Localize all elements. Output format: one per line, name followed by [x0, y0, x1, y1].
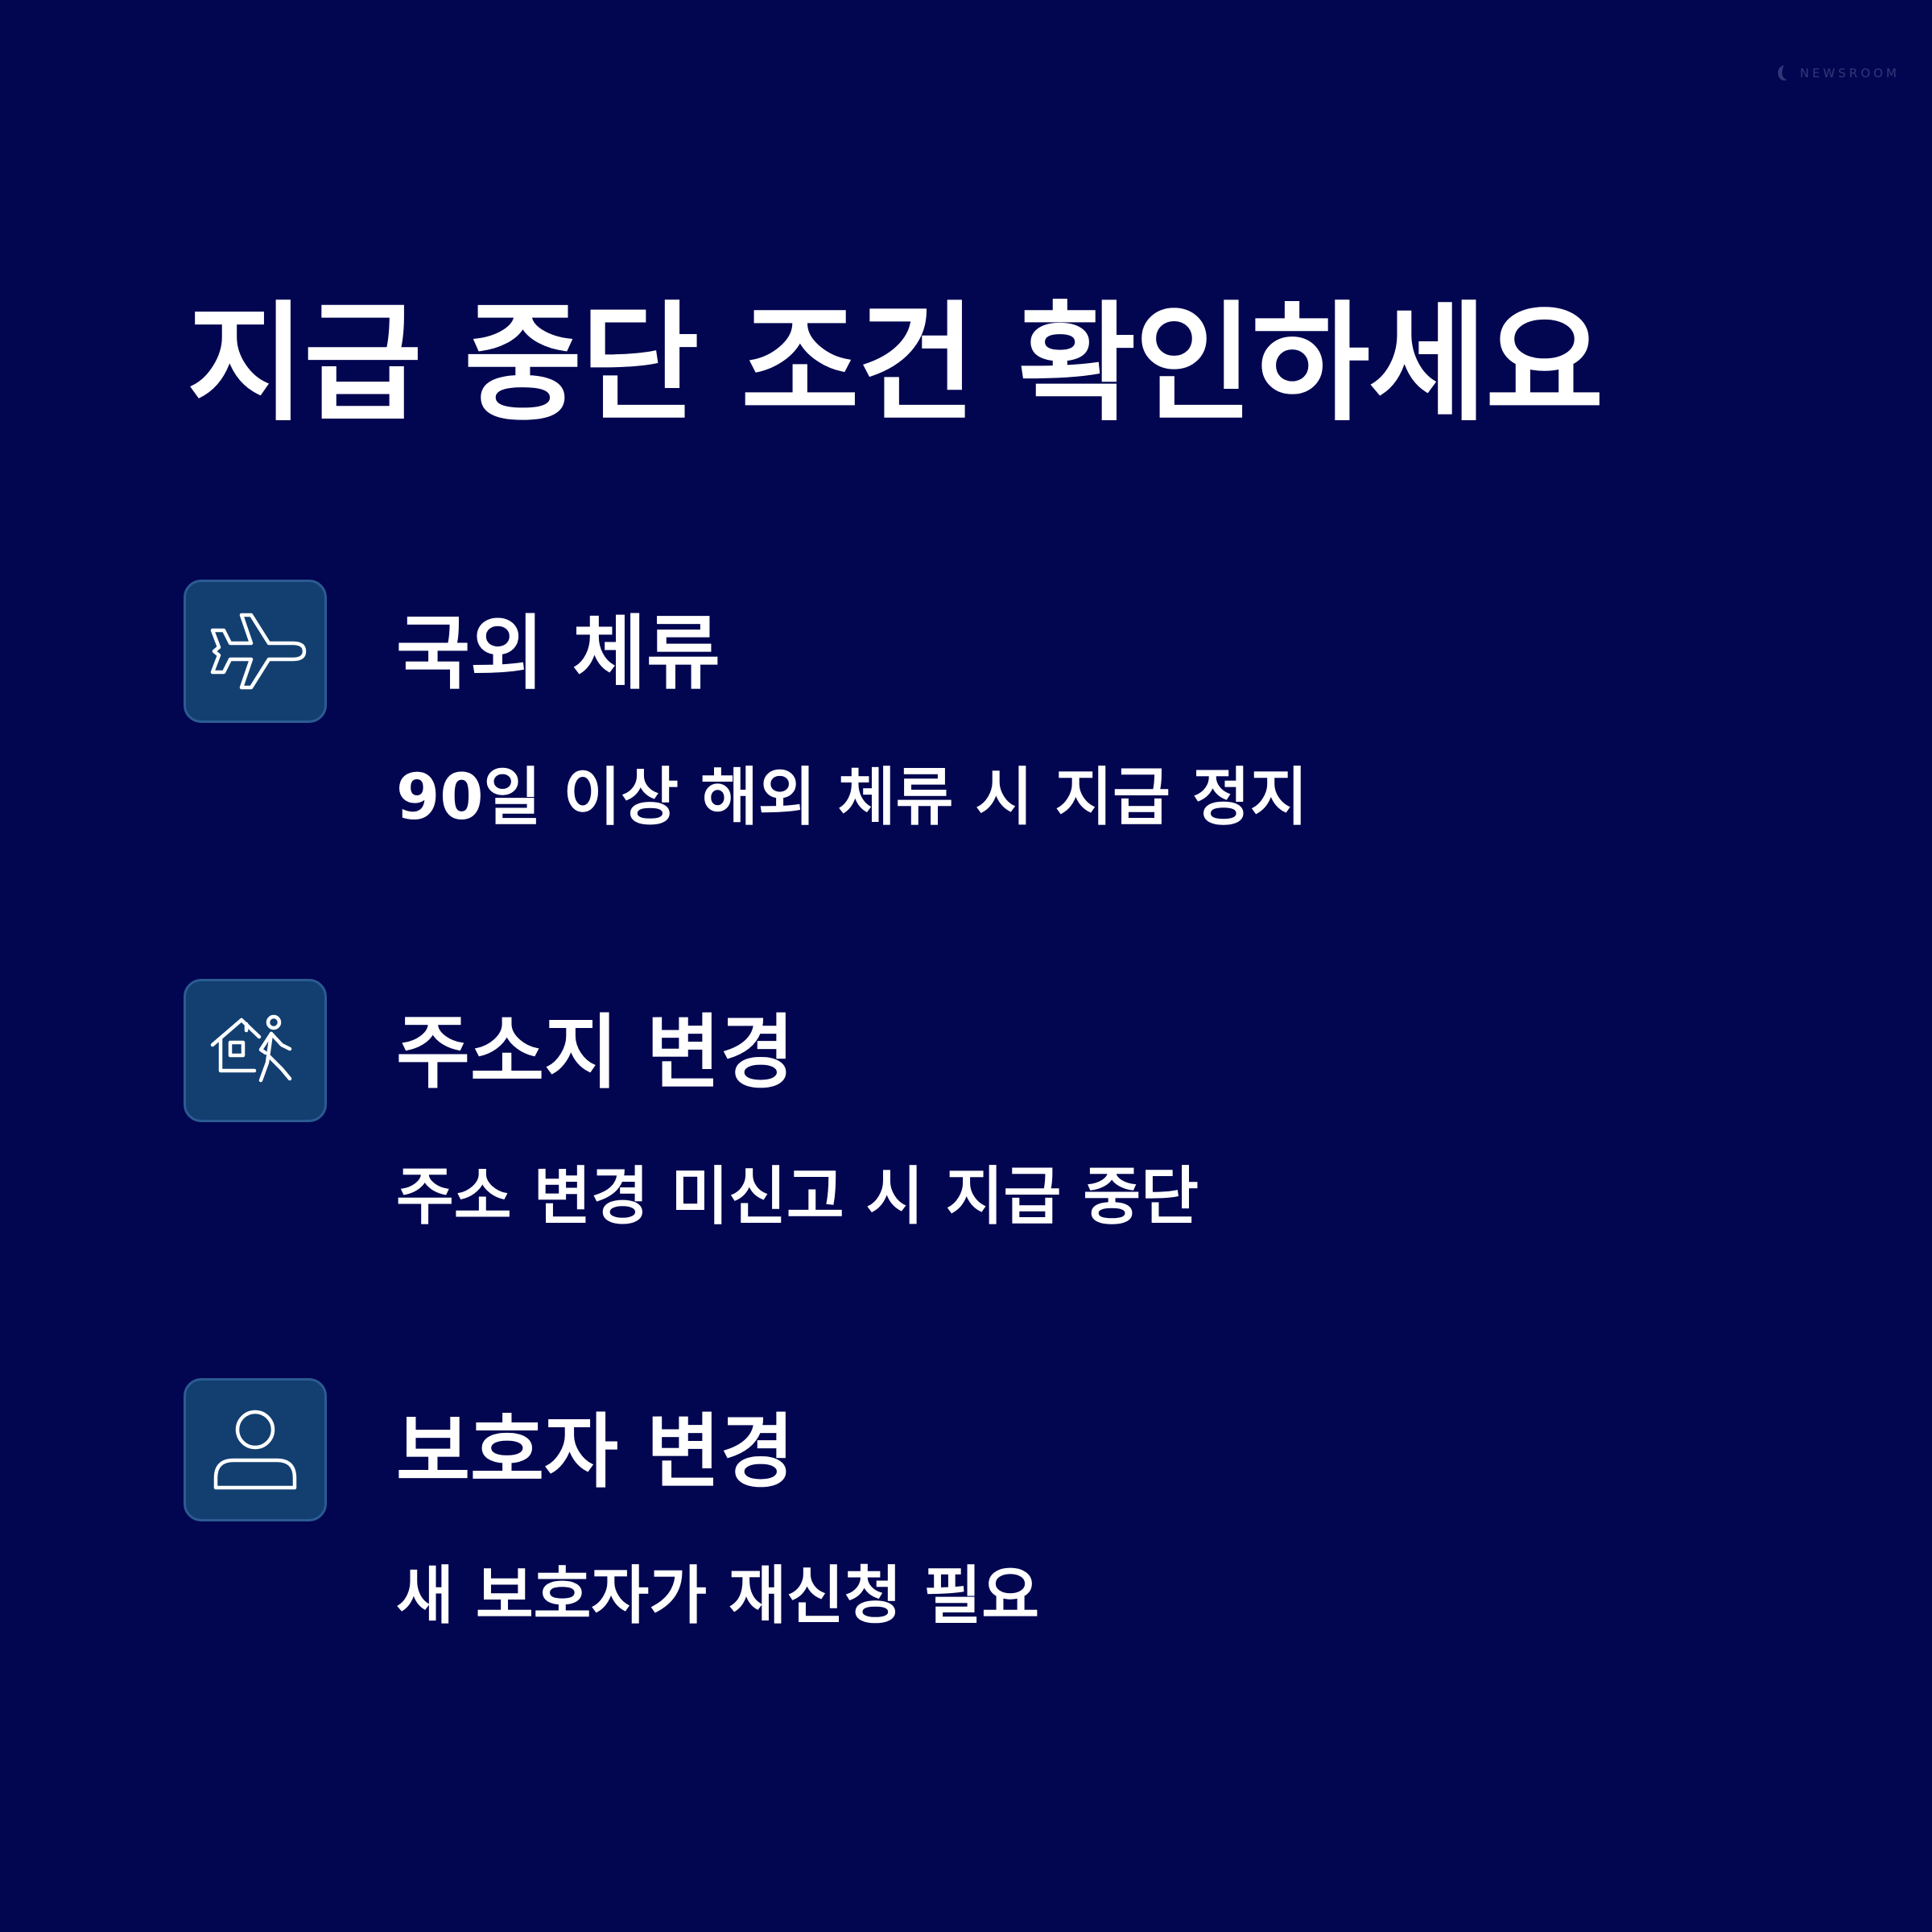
- person-icon: [203, 1397, 308, 1502]
- condition-item-overseas-stay: 국외 체류 90일 이상 해외 체류 시 지급 정지: [184, 580, 1713, 837]
- house-moving-person-icon: [203, 998, 308, 1103]
- condition-item-guardian-change: 보호자 변경 새 보호자가 재신청 필요: [184, 1378, 1713, 1636]
- brand-logo: NEWSROOM: [1773, 63, 1900, 84]
- item-title: 국외 체류: [396, 606, 720, 700]
- airplane-icon: [203, 599, 308, 704]
- icon-box: [184, 979, 327, 1122]
- item-title: 주소지 변경: [396, 1005, 795, 1100]
- icon-box: [184, 1378, 327, 1521]
- logo-text: NEWSROOM: [1799, 66, 1900, 80]
- logo-mark-icon: [1773, 63, 1794, 84]
- condition-item-address-change: 주소지 변경 주소 변경 미신고 시 지급 중단: [184, 979, 1713, 1236]
- item-title: 보호자 변경: [396, 1405, 795, 1499]
- item-description: 새 보호자가 재신청 필요: [396, 1560, 1040, 1633]
- icon-box: [184, 580, 327, 723]
- item-description: 주소 변경 미신고 시 지급 중단: [396, 1161, 1199, 1233]
- item-description: 90일 이상 해외 체류 시 지급 정지: [396, 762, 1308, 834]
- page-title: 지급 중단 조건 확인하세요: [187, 288, 1604, 439]
